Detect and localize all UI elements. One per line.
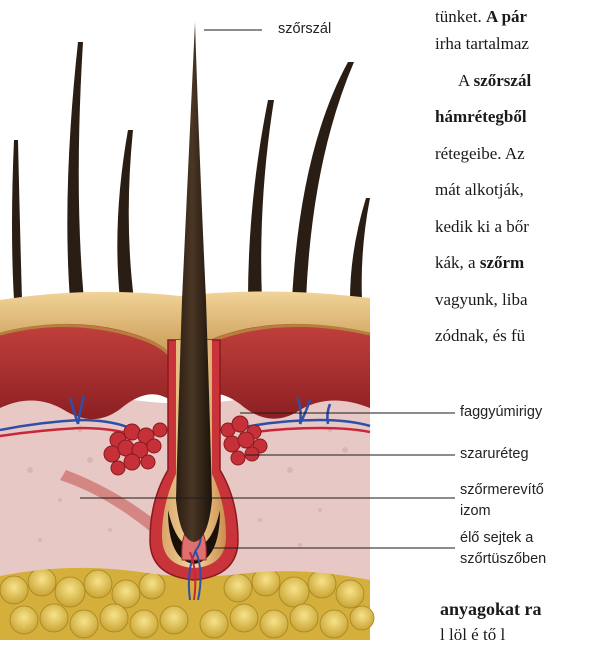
text-line-1: tünket. A pár (435, 6, 527, 29)
label-follicle-cells-2: szőrtüszőben (460, 551, 546, 568)
label-hair-shaft: szőrszál (278, 21, 331, 38)
text-line-5: rétegeibe. Az (435, 143, 525, 166)
label-follicle-cells-1: élő sejtek a (460, 530, 533, 547)
text-line-3: A szőrszál (458, 70, 531, 93)
main-hair-shaft (176, 22, 212, 542)
text-line-9: vagyunk, liba (435, 289, 528, 312)
text-line-8: kák, a szőrm (435, 252, 524, 275)
label-sebaceous-gland: faggyúmirigy (460, 404, 542, 421)
text-line-12: l löl é tő l (440, 624, 505, 647)
label-arrector-muscle-2: izom (460, 503, 491, 520)
label-keratin-layer: szaruréteg (460, 446, 529, 463)
label-arrector-muscle-1: szőrmerevítő (460, 482, 544, 499)
text-line-11: anyagokat ra (440, 598, 542, 621)
text-line-4: hámrétegből (435, 106, 527, 129)
text-line-10: zódnak, és fü (435, 325, 525, 348)
text-line-6: mát alkotják, (435, 179, 524, 202)
text-line-7: kedik ki a bőr (435, 216, 529, 239)
text-line-2: irha tartalmaz (435, 33, 529, 56)
